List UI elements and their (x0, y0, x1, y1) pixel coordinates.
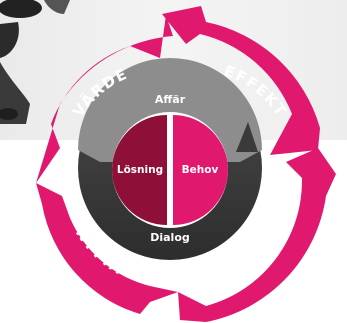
core-label-losning: Lösning (117, 164, 163, 176)
core-half-losning (112, 115, 167, 225)
cycle-segment-utveckling (178, 148, 336, 322)
background-object-icon (0, 0, 70, 124)
core-label-behov: Behov (182, 164, 219, 176)
inner-ring-arrow-left (82, 122, 104, 152)
inner-ring-arrow-right (236, 122, 258, 152)
cycle-segment-nytta (36, 183, 178, 314)
ring-label-dialog: Dialog (150, 231, 190, 244)
core-circle: Lösning Behov (112, 112, 228, 228)
core-half-behov (173, 115, 228, 225)
cycle-ring (36, 6, 336, 322)
ring-label-affar: Affär (155, 93, 186, 106)
cycle-segment-effekt (162, 6, 320, 155)
